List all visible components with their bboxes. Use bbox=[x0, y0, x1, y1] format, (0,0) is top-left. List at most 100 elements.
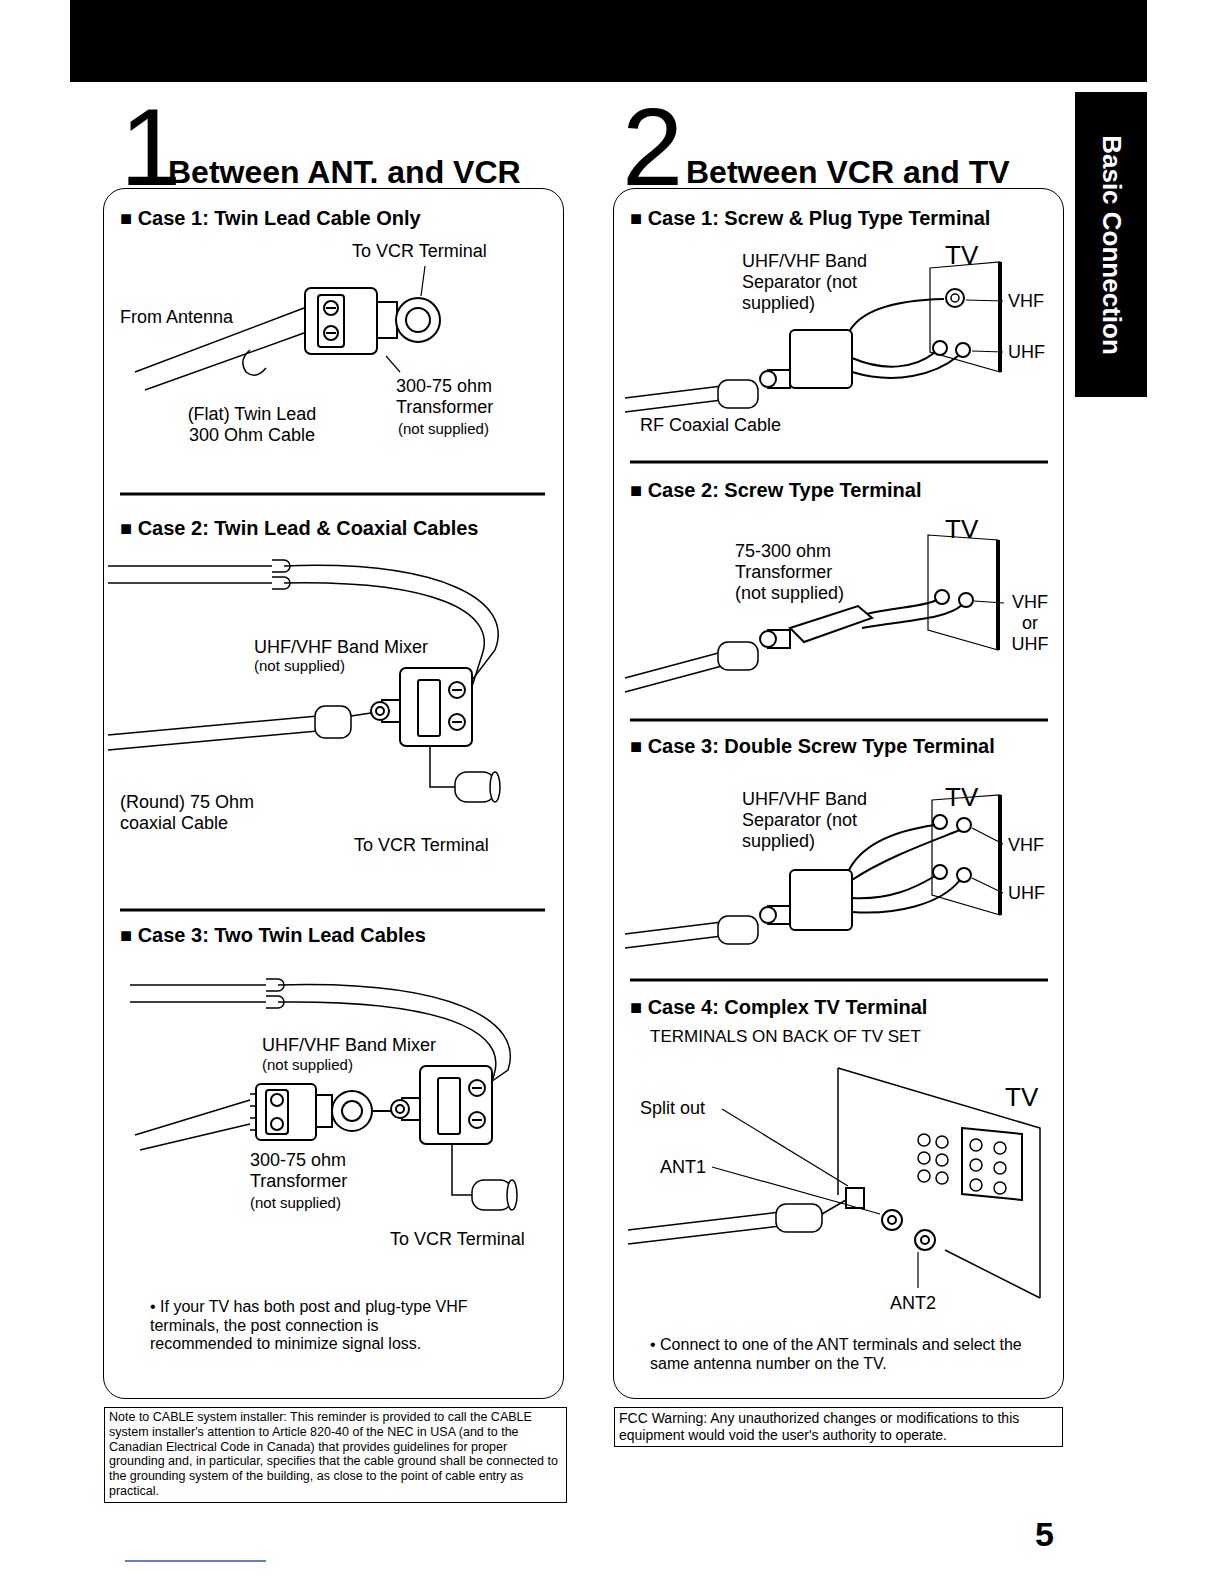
case-heading: ■ Case 3: Two Twin Lead Cables bbox=[120, 924, 426, 947]
callout-label: UHF/VHF Band Separator (not supplied) bbox=[742, 251, 882, 314]
transformer-part bbox=[318, 295, 344, 347]
leader-line bbox=[966, 300, 1003, 352]
tv-terminal-plate-part bbox=[933, 815, 947, 829]
case-heading: ■ Case 4: Complex TV Terminal bbox=[630, 996, 927, 1019]
coaxial-cable-part bbox=[625, 936, 722, 948]
band-mixer-part bbox=[452, 721, 462, 723]
note-box: Note to CABLE system installer: This rem… bbox=[104, 1407, 567, 1503]
coaxial-cable-part bbox=[315, 706, 351, 738]
transformer-part bbox=[324, 301, 338, 315]
callout-label: ANT2 bbox=[890, 1293, 936, 1314]
callout-label: 75-300 ohm Transformer (not supplied) bbox=[735, 541, 865, 604]
tv-back-panel-part bbox=[918, 1170, 930, 1182]
band-separator-part bbox=[760, 371, 776, 387]
twin-lead-cable-part bbox=[108, 565, 272, 567]
band-mixer-part bbox=[391, 1100, 409, 1118]
tv-back-panel-part bbox=[994, 1142, 1006, 1154]
coaxial-cable-part bbox=[108, 716, 318, 735]
callout-label: UHF bbox=[1008, 883, 1045, 904]
leader-line-part bbox=[722, 1109, 848, 1186]
tv-terminal-plate-part bbox=[996, 540, 1000, 650]
transformer bbox=[760, 600, 962, 648]
twin-lead-cable-part bbox=[135, 1100, 250, 1135]
transformer-part bbox=[271, 1118, 283, 1130]
coaxial-cable-part bbox=[625, 922, 722, 934]
band-mixer-part bbox=[472, 1119, 482, 1121]
callout-label: VHF bbox=[1008, 835, 1044, 856]
band-mixer-part bbox=[418, 680, 440, 736]
callout-label: Split out bbox=[640, 1098, 705, 1119]
callout-label: • Connect to one of the ANT terminals an… bbox=[650, 1336, 1040, 1373]
case-heading: ■ Case 1: Twin Lead Cable Only bbox=[120, 207, 421, 230]
tv-back-panel-part bbox=[945, 1250, 1040, 1298]
coaxial-cable-part bbox=[776, 1204, 822, 1232]
tv-back-panel-part bbox=[837, 1068, 839, 1195]
callout-label: • If your TV has both post and plug-type… bbox=[150, 1298, 480, 1354]
coaxial-cable-part bbox=[625, 652, 722, 678]
band-mixer bbox=[371, 668, 472, 746]
callout-label: (not supplied) bbox=[262, 1056, 353, 1074]
leader-line bbox=[972, 828, 1003, 893]
callout-label: TV bbox=[945, 514, 978, 544]
callout-label: To VCR Terminal bbox=[390, 1229, 525, 1250]
divider-part bbox=[630, 719, 1048, 722]
coaxial-cable-part bbox=[351, 713, 371, 716]
transformer-part bbox=[256, 1084, 316, 1140]
band-separator-part bbox=[852, 880, 960, 913]
leader-line-part bbox=[974, 601, 1004, 603]
tv-terminal-plate-part bbox=[951, 294, 959, 302]
note-text: FCC Warning: Any unauthorized changes or… bbox=[619, 1410, 1058, 1443]
band-mixer-part bbox=[452, 689, 462, 691]
callout-label: (not supplied) bbox=[398, 420, 489, 438]
tv-terminal-plate-part bbox=[998, 795, 1002, 915]
transformer-part bbox=[760, 631, 776, 647]
coaxial-cable-part bbox=[628, 1212, 780, 1230]
callout-label: TV bbox=[945, 782, 978, 812]
band-separator-part bbox=[790, 330, 852, 388]
tv-terminal-plate-part bbox=[930, 262, 1000, 372]
band-mixer-part bbox=[469, 1080, 485, 1096]
transformer-part bbox=[377, 302, 397, 338]
tv-back-panel-part bbox=[994, 1182, 1006, 1194]
transformer-part bbox=[316, 1095, 332, 1127]
divider-part bbox=[630, 979, 1048, 982]
divider-part bbox=[120, 909, 545, 912]
coaxial-cable bbox=[625, 916, 758, 948]
leader-line-part bbox=[972, 878, 1003, 893]
callout-label: UHF/VHF Band Mixer bbox=[254, 637, 428, 658]
callout-label: VHF or UHF bbox=[1006, 592, 1054, 655]
band-mixer-part bbox=[438, 1078, 460, 1134]
band-mixer-part bbox=[472, 1087, 482, 1089]
side-tab: Basic Connection bbox=[1075, 92, 1147, 397]
divider-part bbox=[630, 461, 1048, 464]
coaxial-cable bbox=[625, 380, 758, 412]
tv-terminal-plate-part bbox=[933, 341, 947, 355]
transformer-part bbox=[332, 1091, 372, 1131]
leader-line-part bbox=[421, 266, 425, 296]
band-mixer-part bbox=[420, 1066, 492, 1144]
twin-lead-cable-part bbox=[243, 350, 266, 375]
band-separator-part bbox=[848, 825, 935, 872]
tv-back-panel-part bbox=[918, 1134, 930, 1146]
twin-lead-cable-part bbox=[130, 984, 266, 986]
band-mixer-part bbox=[371, 702, 389, 720]
coaxial-cable-part bbox=[625, 400, 722, 412]
coaxial-cable-part bbox=[718, 380, 758, 408]
tv-back-panel-part bbox=[936, 1172, 948, 1184]
tv-terminal-plate-part bbox=[946, 289, 964, 307]
callout-label: 300-75 ohm Transformer bbox=[396, 376, 511, 418]
callout-label: UHF bbox=[1008, 342, 1045, 363]
transformer-part bbox=[271, 1094, 283, 1106]
ant-terminal-part bbox=[888, 1216, 896, 1224]
transformer-part bbox=[396, 298, 440, 342]
twin-lead-cable-part bbox=[130, 1001, 266, 1003]
link-rule bbox=[125, 1560, 266, 1562]
tv-terminal-plate-part bbox=[998, 262, 1002, 372]
coaxial-cable bbox=[628, 1200, 846, 1244]
callout-label: RF Coaxial Cable bbox=[640, 415, 781, 436]
twin-lead-cable-part bbox=[140, 1124, 250, 1150]
coaxial-cable bbox=[625, 642, 758, 692]
transformer-part bbox=[326, 332, 336, 334]
transformer-part bbox=[326, 307, 336, 309]
